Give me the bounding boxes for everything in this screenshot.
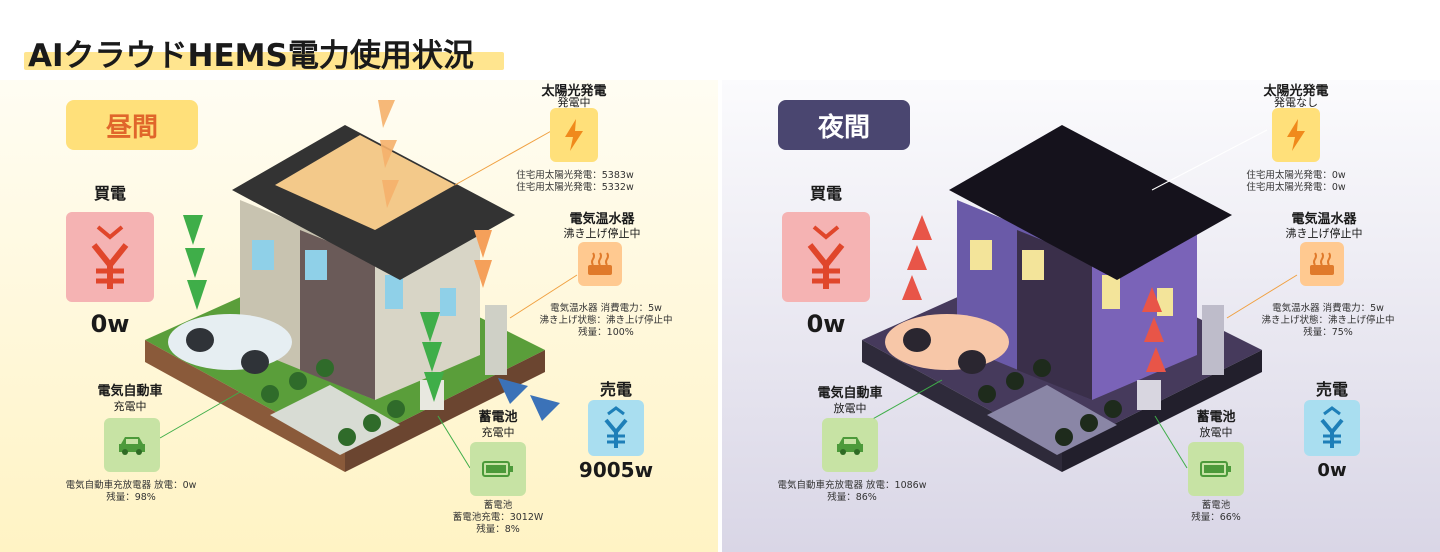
yen-down-icon bbox=[91, 225, 129, 289]
page-title: AIクラウドHEMS電力使用状況 bbox=[28, 38, 474, 74]
night-battery-label: 蓄電池 bbox=[1196, 410, 1236, 425]
sell-tile bbox=[588, 400, 644, 456]
page-title-wrap: AIクラウドHEMS電力使用状況 bbox=[24, 30, 504, 74]
yen-up-icon bbox=[604, 406, 628, 448]
night-buy-value: 0w bbox=[806, 310, 846, 338]
night-heater-status: 沸き上げ停止中 bbox=[1285, 227, 1363, 240]
night-solar-line2: 住宅用太陽光発電：0w bbox=[1246, 182, 1346, 193]
ev-line2: 残量：98% bbox=[106, 492, 156, 503]
day-house-illustration bbox=[145, 100, 578, 472]
yen-up-icon bbox=[1320, 406, 1344, 448]
battery-line2: 蓄電池充電：3012W bbox=[452, 512, 544, 523]
solar-label: 太陽光発電 bbox=[541, 84, 607, 99]
night-badge: 夜間 bbox=[778, 100, 910, 150]
night-ev-tile bbox=[822, 418, 878, 472]
night-solar-label: 太陽光発電 bbox=[1263, 84, 1329, 99]
battery-icon bbox=[482, 461, 513, 477]
day-badge: 昼間 bbox=[66, 100, 198, 150]
night-ev-line2: 残量：86% bbox=[827, 492, 877, 503]
solar-tile bbox=[550, 108, 598, 162]
battery-line3: 残量：8% bbox=[476, 524, 520, 535]
ev-tile bbox=[104, 418, 160, 472]
battery-label: 蓄電池 bbox=[478, 410, 518, 425]
battery-line1: 蓄電池 bbox=[483, 500, 513, 511]
solar-line1: 住宅用太陽光発電：5383w bbox=[516, 170, 634, 181]
night-buy-tile bbox=[782, 212, 870, 302]
battery-status: 充電中 bbox=[481, 426, 515, 439]
night-battery-tile bbox=[1188, 442, 1244, 496]
battery-tile bbox=[470, 442, 526, 496]
night-battery-status: 放電中 bbox=[1199, 426, 1233, 439]
night-panel: 夜間 買電 0w 太陽光発電 発電なし 住宅用太陽光発電：0w 住宅用太陽光発電… bbox=[722, 80, 1440, 552]
heater-status: 沸き上げ停止中 bbox=[563, 227, 641, 240]
night-buy-label: 買電 bbox=[809, 184, 842, 203]
night-heater-label: 電気温水器 bbox=[1291, 212, 1357, 227]
night-sell-label: 売電 bbox=[1315, 380, 1348, 399]
night-heater-line3: 残量：75% bbox=[1303, 327, 1353, 338]
heater-line2: 沸き上げ状態：沸き上げ停止中 bbox=[539, 315, 673, 326]
buy-label: 買電 bbox=[93, 184, 126, 203]
night-ev-line1: 電気自動車充放電器 放電：1086w bbox=[777, 480, 927, 491]
night-sell-value: 0w bbox=[1317, 460, 1347, 481]
night-solar-tile bbox=[1272, 108, 1320, 162]
heater-label: 電気温水器 bbox=[569, 212, 635, 227]
solar-line2: 住宅用太陽光発電：5332w bbox=[516, 182, 634, 193]
heater-tile bbox=[578, 242, 622, 286]
water-heater-icon bbox=[588, 252, 612, 275]
night-sell-tile bbox=[1304, 400, 1360, 456]
night-heater-tile bbox=[1300, 242, 1344, 286]
water-heater-icon bbox=[1310, 252, 1334, 275]
solar-status: 発電中 bbox=[557, 96, 591, 109]
lightning-icon bbox=[565, 119, 583, 151]
night-house-illustration bbox=[861, 125, 1298, 472]
night-battery-line1: 蓄電池 bbox=[1201, 500, 1231, 511]
buy-tile bbox=[66, 212, 154, 302]
heater-line1: 電気温水器 消費電力：5w bbox=[550, 303, 662, 314]
buy-value: 0w bbox=[90, 310, 130, 338]
lightning-icon bbox=[1287, 119, 1305, 151]
day-panel: 昼間 買電 0w 太陽光発電 発電中 住宅用太陽光発電：5383w 住宅用太陽光… bbox=[0, 80, 718, 552]
night-heater-line2: 沸き上げ状態：沸き上げ停止中 bbox=[1261, 315, 1395, 326]
sell-label: 売電 bbox=[599, 380, 632, 399]
night-heater-line1: 電気温水器 消費電力：5w bbox=[1272, 303, 1384, 314]
heater-line3: 残量：100% bbox=[578, 327, 634, 338]
night-ev-label: 電気自動車 bbox=[817, 386, 883, 401]
car-icon bbox=[119, 437, 145, 455]
title-highlight bbox=[24, 52, 504, 70]
night-battery-line2: 残量：66% bbox=[1191, 512, 1241, 523]
night-solar-line1: 住宅用太陽光発電：0w bbox=[1246, 170, 1346, 181]
night-ev-status: 放電中 bbox=[833, 402, 867, 415]
ev-line1: 電気自動車充放電器 放電：0w bbox=[65, 480, 197, 491]
yen-down-icon bbox=[807, 225, 845, 289]
ev-label: 電気自動車 bbox=[97, 384, 163, 399]
sell-value: 9005w bbox=[578, 458, 654, 482]
night-solar-status: 発電なし bbox=[1274, 96, 1318, 109]
ev-status: 充電中 bbox=[113, 400, 147, 413]
car-icon bbox=[837, 437, 863, 455]
battery-icon bbox=[1200, 461, 1231, 477]
